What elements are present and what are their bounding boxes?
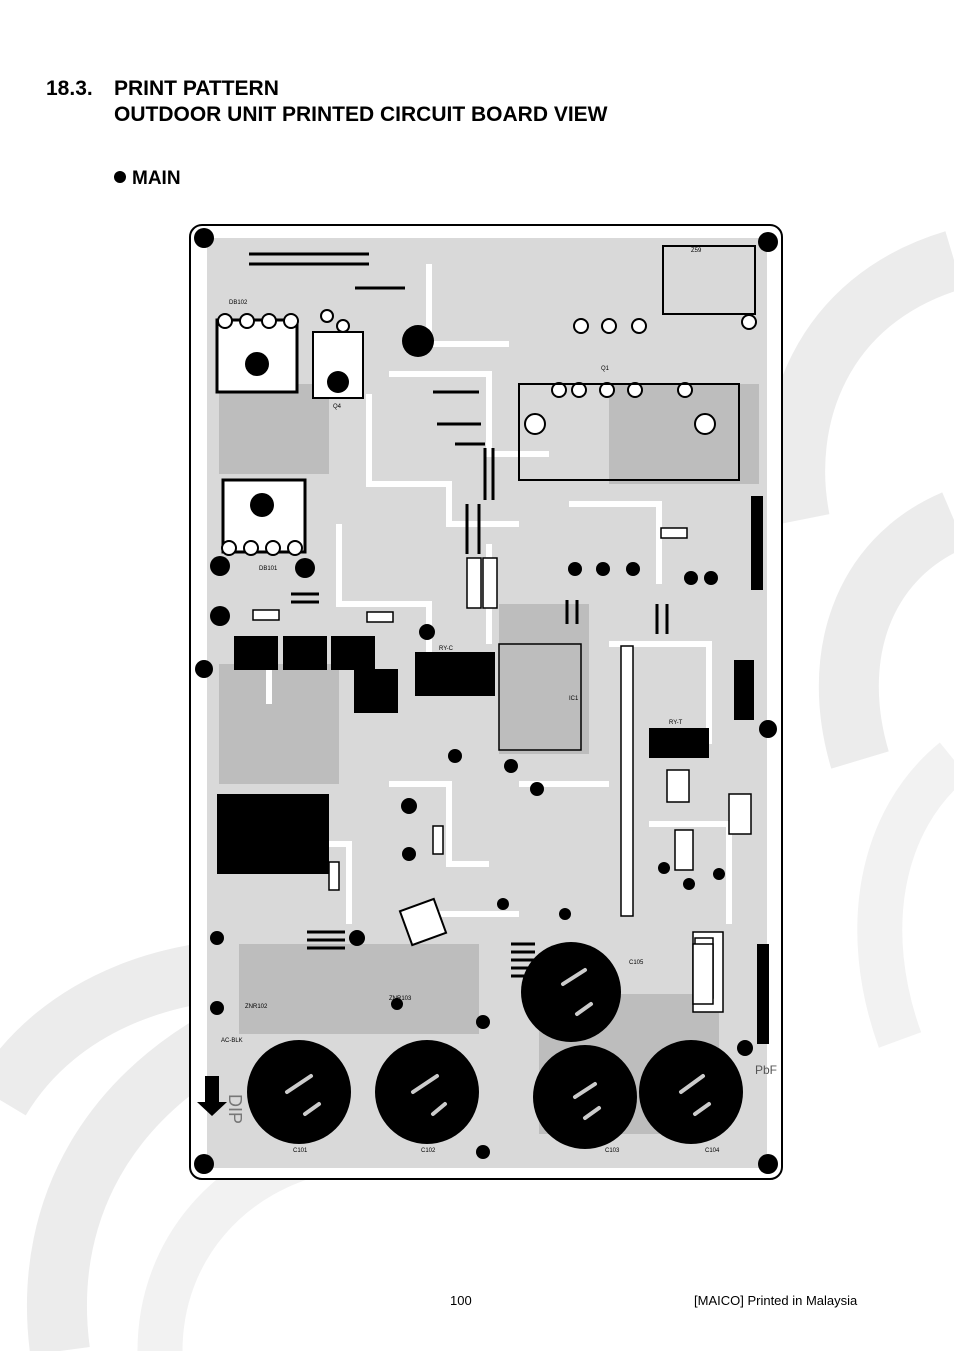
label-dip: DIP: [225, 1094, 245, 1124]
label-c104: C104: [705, 1148, 720, 1154]
page-number: 100: [450, 1293, 472, 1308]
subsection-label: MAIN: [132, 168, 181, 189]
label-z59: Z59: [691, 248, 702, 254]
label-ry-c: RY-C: [439, 646, 454, 652]
label-znr103: ZNR103: [389, 996, 412, 1002]
section-title-line1: PRINT PATTERN: [114, 77, 279, 100]
printed-note: [MAICO] Printed in Malaysia: [694, 1293, 858, 1308]
bullet-icon: [114, 171, 126, 183]
section-heading: 18.3. PRINT PATTERN OUTDOOR UNIT PRINTED …: [46, 76, 608, 128]
label-ac-blk: AC-BLK: [221, 1038, 243, 1044]
label-c101: C101: [293, 1148, 308, 1154]
label-q4: Q4: [333, 404, 342, 410]
label-db101: DB101: [259, 566, 278, 572]
label-znr102: ZNR102: [245, 1004, 268, 1010]
label-ry-t: RY-T: [669, 720, 683, 726]
label-c103: C103: [605, 1148, 620, 1154]
section-title-line2: OUTDOOR UNIT PRINTED CIRCUIT BOARD VIEW: [114, 103, 608, 126]
label-c105: C105: [629, 960, 644, 966]
section-number: 18.3.: [46, 77, 93, 100]
label-pbf: PbF: [755, 1063, 777, 1077]
label-q1: Q1: [601, 366, 610, 372]
label-db102: DB102: [229, 300, 248, 306]
label-c102: C102: [421, 1148, 436, 1154]
label-ic1: IC1: [569, 696, 579, 702]
pcb-board-illustration: Q4 Q1 DB102 DB101 Z59 C101 C102 C103 C10…: [189, 224, 783, 1180]
subsection-title: MAIN: [114, 168, 181, 190]
